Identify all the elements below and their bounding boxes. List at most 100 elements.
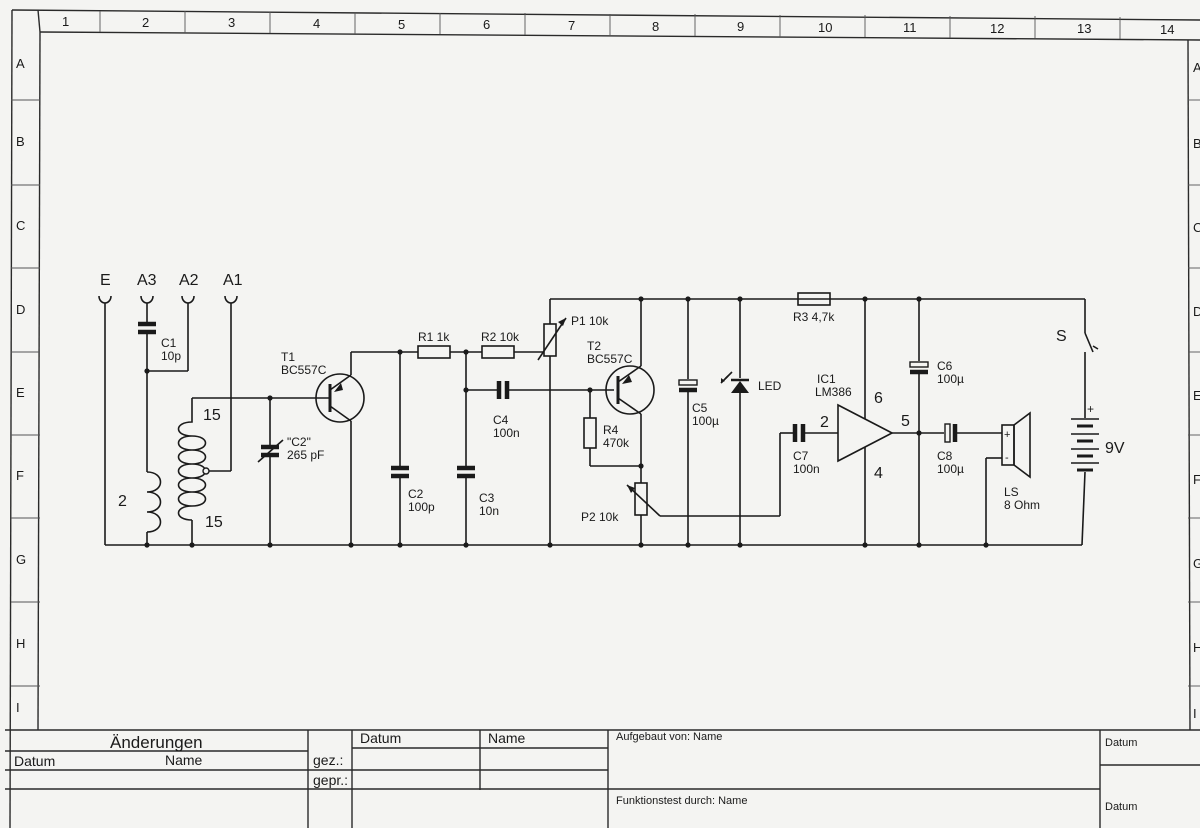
svg-text:+: + (1004, 429, 1010, 441)
row-label-i: I (16, 700, 20, 715)
ls-name: LS (1004, 485, 1019, 499)
t2-name: T2 (587, 339, 601, 353)
c6-name: C6 (937, 359, 953, 373)
antenna-terminals: E A3 A2 A1 (98, 272, 243, 304)
gez-label: gez.: (313, 752, 343, 768)
row-label-a-right: A (1193, 60, 1200, 75)
row-label-d-right: D (1193, 304, 1200, 319)
column-dividers (99, 11, 1121, 39)
c7-name: C7 (793, 449, 809, 463)
tested-by-label: Funktionstest durch: Name (616, 795, 747, 807)
ic1-name: IC1 (817, 372, 836, 386)
col-label-1: 1 (62, 14, 69, 29)
row-dividers (11, 99, 1200, 687)
ic1-pin5: 5 (901, 413, 910, 430)
switch-label: S (1056, 328, 1067, 345)
col-label-9: 9 (737, 19, 744, 34)
resistor-r1 (417, 345, 451, 359)
datum-column-header: Datum (360, 730, 401, 746)
led-diode (720, 371, 749, 393)
c3-name: C3 (479, 491, 495, 505)
r3-label: R3 4,7k (793, 310, 835, 324)
changes-datum-header: Datum (14, 753, 55, 769)
col-label-3: 3 (228, 15, 235, 30)
coil-l1: 2 (118, 471, 162, 533)
capacitor-c7 (792, 424, 806, 442)
row-label-g-right: G (1193, 556, 1200, 571)
col-label-7: 7 (568, 18, 575, 33)
capacitor-c6 (909, 361, 929, 375)
coil-l2: 15 15 (177, 397, 270, 531)
r1-label: R1 1k (418, 330, 450, 344)
row-label-h-right: H (1193, 640, 1200, 655)
row-label-f-right: F (1193, 472, 1200, 487)
row-label-b-right: B (1193, 136, 1200, 151)
c8-value: 100µ (937, 462, 964, 476)
transistor-t1 (270, 373, 365, 423)
terminal-a1: A1 (223, 272, 243, 289)
c1-name: C1 (161, 336, 177, 350)
ls-value: 8 Ohm (1004, 498, 1040, 512)
col-label-10: 10 (818, 20, 832, 35)
capacitor-c5 (678, 379, 698, 393)
battery-voltage: 9V (1105, 440, 1125, 457)
battery-plus: + (1087, 402, 1094, 416)
l2-turns-bottom: 15 (205, 514, 223, 531)
column-labels: 1 2 3 4 5 6 7 8 9 10 11 12 13 14 (62, 14, 1174, 37)
row-label-c-right: C (1193, 220, 1200, 235)
r2-label: R2 10k (481, 330, 520, 344)
terminal-a2: A2 (179, 272, 199, 289)
capacitor-c4 (496, 381, 510, 399)
c2v-name: "C2" (287, 435, 311, 449)
ic1-type: LM386 (815, 385, 852, 399)
title-block: Änderungen Datum Name gez.: gepr.: Datum… (5, 729, 1200, 828)
ic1-pin2: 2 (820, 414, 829, 431)
c5-name: C5 (692, 401, 708, 415)
variable-capacitor-c2 (257, 439, 284, 463)
built-by-label: Aufgebaut von: Name (616, 731, 722, 743)
right-datum-bottom: Datum (1105, 801, 1137, 813)
col-label-2: 2 (142, 15, 149, 30)
c4-value: 100n (493, 426, 520, 440)
switch-s (1084, 332, 1099, 353)
p2-label: P2 10k (581, 510, 619, 524)
row-label-e-right: E (1193, 388, 1200, 403)
row-label-b: B (16, 134, 25, 149)
terminal-e: E (100, 272, 111, 289)
c2-value: 100p (408, 500, 435, 514)
loudspeaker-icon: + - (1001, 411, 1031, 479)
potentiometer-p1 (543, 323, 557, 357)
col-label-5: 5 (398, 17, 405, 32)
l2-turns-top: 15 (203, 407, 221, 424)
c3-value: 10n (479, 504, 499, 518)
l1-turns: 2 (118, 493, 127, 510)
col-label-11: 11 (903, 20, 917, 35)
c7-value: 100n (793, 462, 820, 476)
capacitor-c3 (457, 465, 475, 479)
terminal-a3: A3 (137, 272, 157, 289)
ic1-pin4: 4 (874, 465, 883, 482)
row-label-d: D (16, 302, 25, 317)
c8-name: C8 (937, 449, 953, 463)
col-label-13: 13 (1077, 21, 1091, 36)
transistor-t2 (605, 365, 655, 415)
r4-name: R4 (603, 423, 619, 437)
c1-value: 10p (161, 349, 181, 363)
row-label-f: F (16, 468, 24, 483)
right-datum-top: Datum (1105, 737, 1137, 749)
col-label-14: 14 (1160, 22, 1174, 37)
changes-title: Änderungen (110, 733, 203, 752)
capacitor-c1 (138, 321, 156, 335)
svg-text:-: - (1005, 452, 1009, 464)
t1-type: BC557C (281, 363, 327, 377)
gepr-label: gepr.: (313, 772, 348, 788)
r4-value: 470k (603, 436, 630, 450)
name-column-header: Name (488, 730, 526, 746)
row-label-c: C (16, 218, 25, 233)
p1-label: P1 10k (571, 314, 609, 328)
ic1-pin6: 6 (874, 390, 883, 407)
c4-name: C4 (493, 413, 509, 427)
resistor-r2 (481, 345, 515, 359)
row-label-e: E (16, 385, 25, 400)
